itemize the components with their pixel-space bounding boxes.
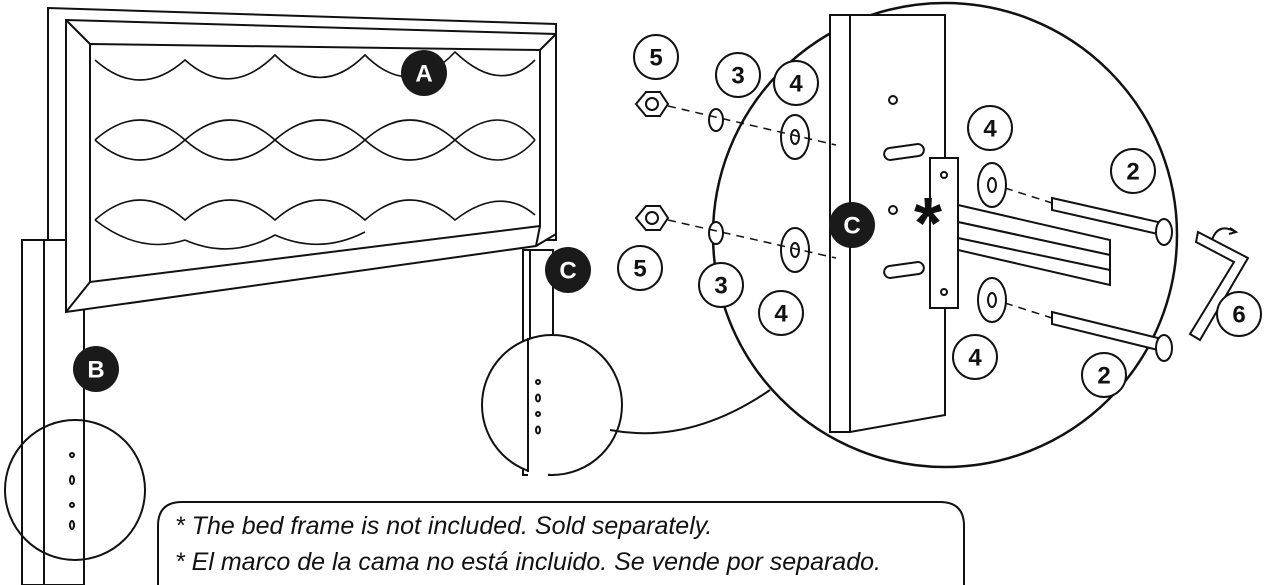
callout-2-bottom-text: 2 (1097, 363, 1110, 390)
headboard (21, 6, 557, 585)
badge-c-zoom: C (829, 202, 875, 248)
callout-4-bottom-text: 4 (774, 301, 788, 328)
badge-a-label: A (415, 61, 432, 88)
callout-3-top-text: 3 (731, 63, 744, 90)
callout-2-top (1110, 148, 1156, 194)
hex-nut-bottom (634, 205, 670, 231)
callout-6-text: 6 (1232, 302, 1245, 329)
flat-washer-bracket-bottom (977, 277, 1007, 323)
callout-3-bottom (698, 262, 744, 308)
quilted-pattern (94, 50, 536, 250)
callout-4-top-text: 4 (789, 71, 803, 98)
right-post-detail (481, 334, 771, 480)
callout-5-bottom (617, 245, 663, 291)
flat-washer-bracket-top (977, 162, 1007, 208)
note-panel: * The bed frame is not included. Sold se… (157, 501, 965, 585)
badge-a: A (401, 50, 447, 96)
badge-b-label: B (87, 357, 104, 384)
callout-4-bracket-bottom (952, 334, 998, 380)
allen-key-icon (1188, 227, 1250, 342)
lock-washer-bottom (708, 221, 724, 245)
lock-washer-top (708, 108, 724, 132)
callout-3-bottom-text: 3 (714, 273, 727, 300)
callout-5-top-text: 5 (649, 45, 662, 72)
callout-4-bracket-bottom-text: 4 (968, 345, 982, 372)
callout-3-top (715, 52, 761, 98)
bolt-top (1051, 196, 1173, 246)
callout-2-top-text: 2 (1126, 159, 1139, 186)
callout-4-bottom (758, 290, 804, 336)
callout-6 (1216, 291, 1262, 337)
hex-nut-top (634, 91, 670, 117)
badge-c-zoom-label: C (843, 213, 860, 240)
asterisk-mark: * (914, 184, 942, 264)
note-line-es: * El marco de la cama no está incluido. … (175, 548, 881, 576)
callout-2-bottom (1081, 352, 1127, 398)
badge-c-post: C (545, 247, 591, 293)
bed-frame-bracket (929, 157, 959, 309)
badge-c-post-label: C (559, 258, 576, 285)
note-line-en: * The bed frame is not included. Sold se… (175, 512, 712, 540)
badge-b: B (73, 346, 119, 392)
alignment-lines (667, 105, 1053, 319)
left-post-detail-circle (4, 419, 146, 561)
flat-washer-bottom (780, 227, 810, 273)
callout-4-bracket-top-text: 4 (983, 116, 997, 143)
flat-washer-top (780, 114, 810, 160)
callout-5-top (633, 34, 679, 80)
zoom-post (829, 14, 946, 433)
bolt-bottom (1051, 310, 1173, 362)
callout-4-top (773, 60, 819, 106)
callout-5-bottom-text: 5 (633, 256, 646, 283)
callout-4-bracket-top (967, 105, 1013, 151)
